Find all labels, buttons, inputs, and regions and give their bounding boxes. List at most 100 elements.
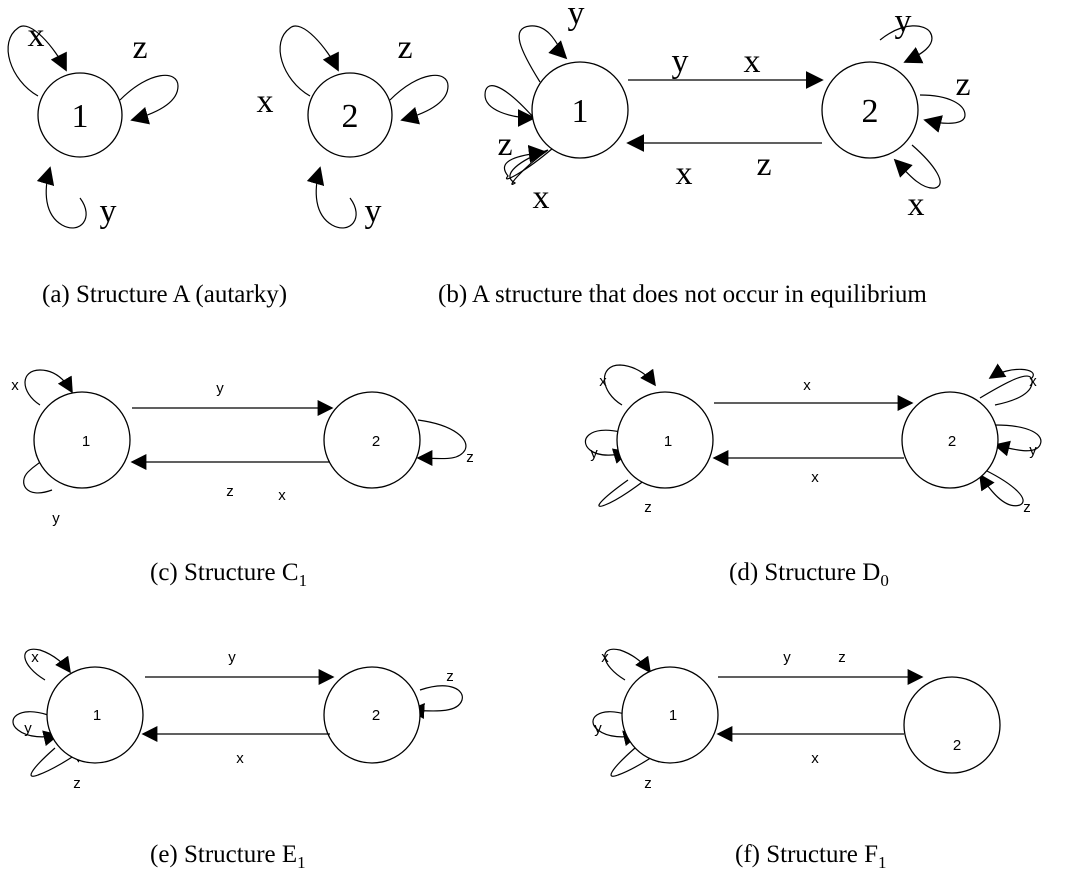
e2-self-loop-z: [408, 685, 463, 719]
d2-loop-x-line: [979, 375, 1033, 406]
d2-edge-label-x: x: [1029, 373, 1037, 390]
c1-self-loop-x: [24, 369, 73, 406]
d2-edge-label-z: z: [1023, 499, 1031, 516]
f1-edge-label-y: y: [594, 720, 602, 737]
e2-node: [323, 666, 421, 764]
b2-edge-label-z: z: [955, 66, 970, 103]
a2-edge-label-y: y: [365, 193, 382, 230]
b-edge-label-y-top: y: [672, 43, 689, 80]
c1-edge-label-x: x: [11, 377, 19, 394]
f2-node-label: 2: [953, 737, 961, 754]
f-edge-label-x-bottom: x: [811, 750, 819, 767]
f-edge-label-z-top: z: [838, 649, 846, 666]
a2-node: [307, 72, 393, 158]
b1-edge-label-z: z: [497, 126, 512, 163]
d1-self-loop-y: [584, 429, 630, 464]
caption-c: (c) Structure C1: [150, 559, 307, 590]
b-edge-label-x-top: x: [744, 43, 761, 80]
f2-node: [903, 676, 1001, 774]
c1-edge-label-y: y: [52, 510, 60, 527]
caption-d: (d) Structure D0: [729, 559, 889, 590]
b2-edge-label-y: y: [895, 3, 912, 40]
f1-edge-label-x: x: [601, 649, 609, 666]
e1-edge-label-x: x: [31, 649, 39, 666]
a1-self-loop-y: [36, 166, 87, 229]
a2-edge-label-z: z: [397, 29, 412, 66]
a1-self-loop-z: [119, 74, 179, 125]
c-edge-label-z-bottom: z: [226, 483, 234, 500]
c2-edge-label-z: z: [466, 449, 474, 466]
caption-b: (b) A structure that does not occur in e…: [438, 281, 927, 308]
d-edge-label-x-top: x: [803, 377, 811, 394]
d1-self-loop-z: [598, 469, 660, 507]
caption-e: (e) Structure E1: [150, 841, 306, 872]
a2-self-loop-x: [279, 25, 339, 97]
a1-edge-label-x: x: [28, 17, 45, 54]
b2-edge-label-x: x: [908, 186, 925, 223]
d-edge-label-x-bottom: x: [811, 469, 819, 486]
b2-self-loop-x: [893, 144, 941, 189]
panel-e: 1 2 x y z y x z: [12, 648, 463, 792]
a1-node-label: 1: [72, 98, 89, 135]
d1-node: [616, 391, 714, 489]
b2-self-loop-y: [879, 25, 933, 64]
a2-self-loop-y: [306, 166, 357, 229]
panel-f: 1 2 x y z y z x: [592, 648, 1001, 792]
d2-self-loop-x: [988, 363, 1034, 379]
f-edge-label-y-top: y: [783, 649, 791, 666]
a1-edge-label-y: y: [100, 193, 117, 230]
b1-edge-label-y: y: [568, 0, 585, 32]
f1-node-label: 1: [669, 707, 677, 724]
a2-self-loop-z: [389, 74, 449, 125]
b1-self-loop-x-arrow: [503, 144, 554, 180]
c1-node-label: 1: [82, 433, 90, 450]
e1-self-loop-x: [24, 648, 71, 681]
panel-a-node1: 1 x z y: [7, 17, 179, 230]
panel-a-node2: 2 x z y: [257, 25, 449, 230]
a2-edge-label-x: x: [257, 83, 274, 120]
d1-edge-label-x: x: [599, 373, 607, 390]
panel-d: 1 2 x y z x x x y z: [584, 363, 1042, 516]
b1-node: [531, 61, 629, 159]
c1-node: [33, 391, 131, 489]
e-edge-label-y-top: y: [228, 649, 236, 666]
b1-self-loop-x: [509, 149, 549, 185]
f1-self-loop-x: [604, 648, 651, 681]
e1-self-loop-y: [12, 711, 60, 747]
e2-edge-label-z: z: [446, 668, 454, 685]
e2-node-label: 2: [372, 707, 380, 724]
e1-self-loop-z: [30, 747, 88, 777]
b1-self-loop-z: [484, 85, 536, 127]
e1-node: [46, 666, 144, 764]
caption-f: (f) Structure F1: [735, 841, 887, 872]
d1-edge-label-y: y: [590, 445, 598, 462]
a1-self-loop-x: [7, 25, 67, 97]
a2-node-label: 2: [342, 98, 359, 135]
b1-node-label: 1: [572, 93, 589, 130]
c-edge-label-x-bottom: x: [278, 487, 286, 504]
e1-node-label: 1: [93, 707, 101, 724]
c2-node: [323, 391, 421, 489]
a1-edge-label-z: z: [132, 29, 147, 66]
e-edge-label-x-bottom: x: [236, 750, 244, 767]
b-edge-label-x-bottom: x: [676, 155, 693, 192]
b-edge-label-z-bottom: z: [756, 146, 771, 183]
d2-self-loop-z: [979, 469, 1024, 507]
c-edge-label-y-top: y: [216, 380, 224, 397]
f1-node: [621, 666, 719, 764]
panel-c: 1 2 x y y z x z: [11, 369, 474, 527]
d2-self-loop-y: [993, 424, 1042, 457]
e1-edge-label-y: y: [24, 720, 32, 737]
d2-edge-label-y: y: [1029, 442, 1037, 459]
d1-self-loop-x: [603, 364, 656, 406]
b2-node: [821, 61, 919, 159]
d2-node-label: 2: [948, 433, 956, 450]
f1-edge-label-z: z: [644, 775, 652, 792]
a1-node: [37, 72, 123, 158]
b1-edge-label-x: x: [533, 179, 550, 216]
caption-a: (a) Structure A (autarky): [42, 281, 287, 308]
d1-node-label: 1: [664, 433, 672, 450]
c2-node-label: 2: [372, 433, 380, 450]
e1-edge-label-z: z: [73, 775, 81, 792]
b2-node-label: 2: [862, 93, 879, 130]
